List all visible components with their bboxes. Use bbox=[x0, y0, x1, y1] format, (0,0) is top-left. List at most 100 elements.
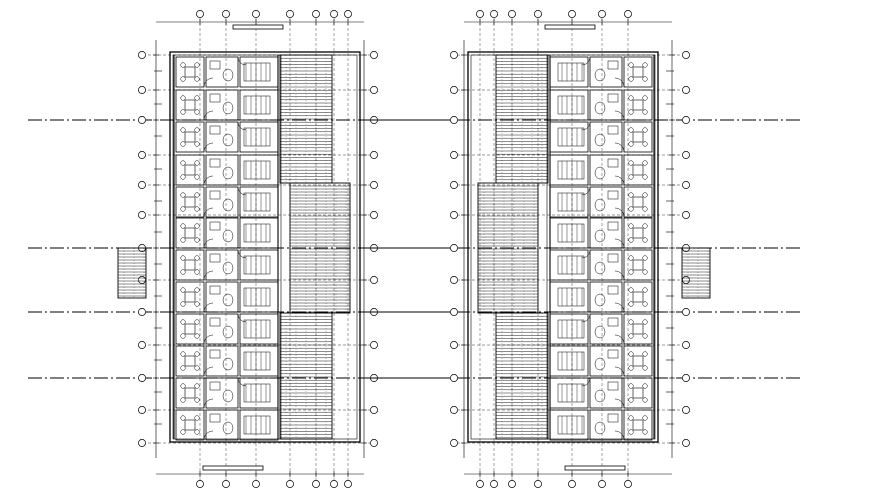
chair bbox=[642, 192, 648, 198]
door-swing bbox=[237, 56, 247, 66]
bedroom bbox=[623, 217, 653, 249]
grid-bubble-side bbox=[138, 439, 146, 447]
chair bbox=[642, 319, 648, 325]
bathroom bbox=[205, 345, 239, 377]
grid-bubble-side bbox=[138, 86, 146, 94]
chair bbox=[194, 62, 200, 68]
chair bbox=[628, 237, 634, 243]
stair-well bbox=[557, 127, 585, 147]
door-swing bbox=[237, 249, 247, 259]
bathroom bbox=[589, 56, 623, 88]
vanity bbox=[209, 60, 221, 70]
door-swing bbox=[203, 366, 214, 377]
chair bbox=[194, 269, 200, 275]
chair bbox=[628, 429, 634, 435]
chair bbox=[194, 206, 200, 212]
vanity bbox=[607, 60, 619, 70]
grid-bubble-side bbox=[682, 211, 690, 219]
chair bbox=[180, 223, 186, 229]
grid-bubble-side bbox=[138, 276, 146, 284]
bedroom bbox=[175, 345, 205, 377]
door-swing bbox=[614, 110, 625, 121]
dining-table bbox=[632, 131, 644, 143]
stair-hatch-middle bbox=[289, 182, 351, 314]
bedroom bbox=[175, 249, 205, 281]
grid-bubble-bottom bbox=[330, 480, 338, 488]
dining-table bbox=[184, 164, 196, 176]
stair-well bbox=[243, 287, 271, 307]
bedroom bbox=[175, 377, 205, 409]
chair bbox=[194, 255, 200, 261]
bathroom bbox=[589, 217, 623, 249]
chair bbox=[180, 206, 186, 212]
toilet bbox=[222, 101, 234, 115]
chair bbox=[628, 109, 634, 115]
chair bbox=[642, 223, 648, 229]
toilet bbox=[222, 229, 234, 243]
chair bbox=[194, 365, 200, 371]
toilet bbox=[222, 357, 234, 371]
grid-bubble-top bbox=[568, 10, 576, 18]
grid-bubble-top bbox=[196, 10, 204, 18]
door-swing bbox=[203, 398, 214, 409]
stair-well bbox=[243, 351, 271, 371]
chair bbox=[642, 255, 648, 261]
grid-bubble-side bbox=[682, 406, 690, 414]
bathroom bbox=[589, 281, 623, 313]
bedroom bbox=[623, 377, 653, 409]
door-swing bbox=[581, 249, 591, 259]
grid-bubble-side bbox=[450, 406, 458, 414]
building-outline bbox=[467, 51, 659, 443]
toilet bbox=[594, 198, 606, 212]
bathroom bbox=[589, 313, 623, 345]
bathroom bbox=[589, 154, 623, 186]
bathroom bbox=[205, 154, 239, 186]
grid-bubble-bottom bbox=[476, 480, 484, 488]
grid-bubble-side bbox=[138, 341, 146, 349]
dining-table bbox=[632, 196, 644, 208]
toilet bbox=[594, 261, 606, 275]
bedroom bbox=[175, 217, 205, 249]
stair-well bbox=[243, 319, 271, 339]
bedroom bbox=[175, 154, 205, 186]
bathroom bbox=[205, 313, 239, 345]
grid-bubble-side bbox=[138, 406, 146, 414]
toilet bbox=[594, 229, 606, 243]
entrance-canopy bbox=[564, 465, 626, 471]
bathroom bbox=[589, 409, 623, 441]
bathroom bbox=[205, 377, 239, 409]
terrace-hatch-bottom bbox=[495, 312, 549, 440]
vanity bbox=[209, 190, 221, 200]
vanity bbox=[607, 413, 619, 423]
chair bbox=[642, 109, 648, 115]
grid-bubble-top bbox=[330, 10, 338, 18]
chair bbox=[642, 206, 648, 212]
floor-plan-right bbox=[365, 10, 800, 488]
door-swing bbox=[614, 77, 625, 88]
chair bbox=[642, 95, 648, 101]
chair bbox=[628, 365, 634, 371]
chair bbox=[628, 269, 634, 275]
grid-bubble-side bbox=[450, 151, 458, 159]
hatched-area-border bbox=[117, 247, 147, 299]
chair bbox=[628, 141, 634, 147]
grid-bubble-top bbox=[476, 10, 484, 18]
vanity bbox=[209, 349, 221, 359]
chair bbox=[642, 351, 648, 357]
chair bbox=[180, 109, 186, 115]
dining-table bbox=[184, 196, 196, 208]
chair bbox=[180, 351, 186, 357]
bedroom bbox=[623, 89, 653, 121]
chair bbox=[642, 383, 648, 389]
grid-bubble-side bbox=[682, 86, 690, 94]
grid-bubble-bottom bbox=[508, 480, 516, 488]
door-swing bbox=[203, 334, 214, 345]
chair bbox=[628, 192, 634, 198]
door-swing bbox=[581, 186, 591, 196]
grid-bubble-side bbox=[138, 151, 146, 159]
building-outline bbox=[169, 51, 361, 443]
chair bbox=[180, 397, 186, 403]
chair bbox=[194, 287, 200, 293]
door-swing bbox=[614, 398, 625, 409]
